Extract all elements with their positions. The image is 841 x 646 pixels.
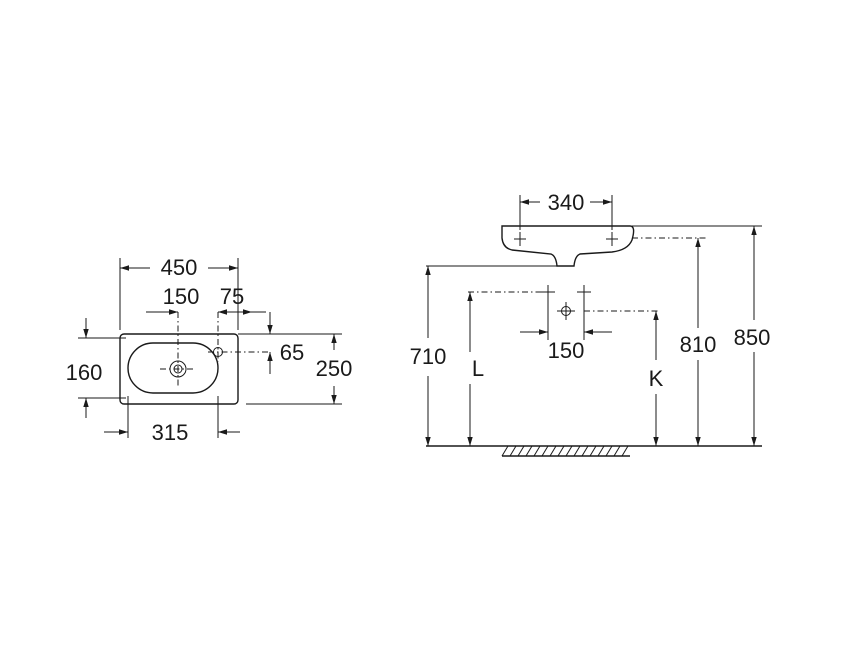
dim-bowl-depth-160: 160 <box>66 360 103 385</box>
dim-label-l: L <box>472 356 484 381</box>
top-view: 450 150 75 65 250 160 315 <box>66 255 353 445</box>
dim-tap-depth-65: 65 <box>280 340 304 365</box>
basin-profile <box>501 225 635 267</box>
dim-depth-250: 250 <box>316 356 353 381</box>
dim-rim-height-810: 810 <box>680 332 717 357</box>
dim-bowl-width-315: 315 <box>152 420 189 445</box>
dim-tap-edge-75: 75 <box>220 284 244 309</box>
floor-hatch <box>501 445 630 457</box>
side-view: 340 710 L <box>410 190 771 457</box>
dim-supply-spacing-150: 150 <box>548 338 585 363</box>
dim-fixing-spacing-340: 340 <box>548 190 585 215</box>
dim-label-k: K <box>649 366 664 391</box>
dim-rim-height-850: 850 <box>734 325 771 350</box>
dim-waste-height-710: 710 <box>410 344 447 369</box>
dim-tap-offset-150: 150 <box>163 284 200 309</box>
basin-outline <box>119 333 239 405</box>
basin-bowl <box>127 342 219 394</box>
dim-width-450: 450 <box>161 255 198 280</box>
